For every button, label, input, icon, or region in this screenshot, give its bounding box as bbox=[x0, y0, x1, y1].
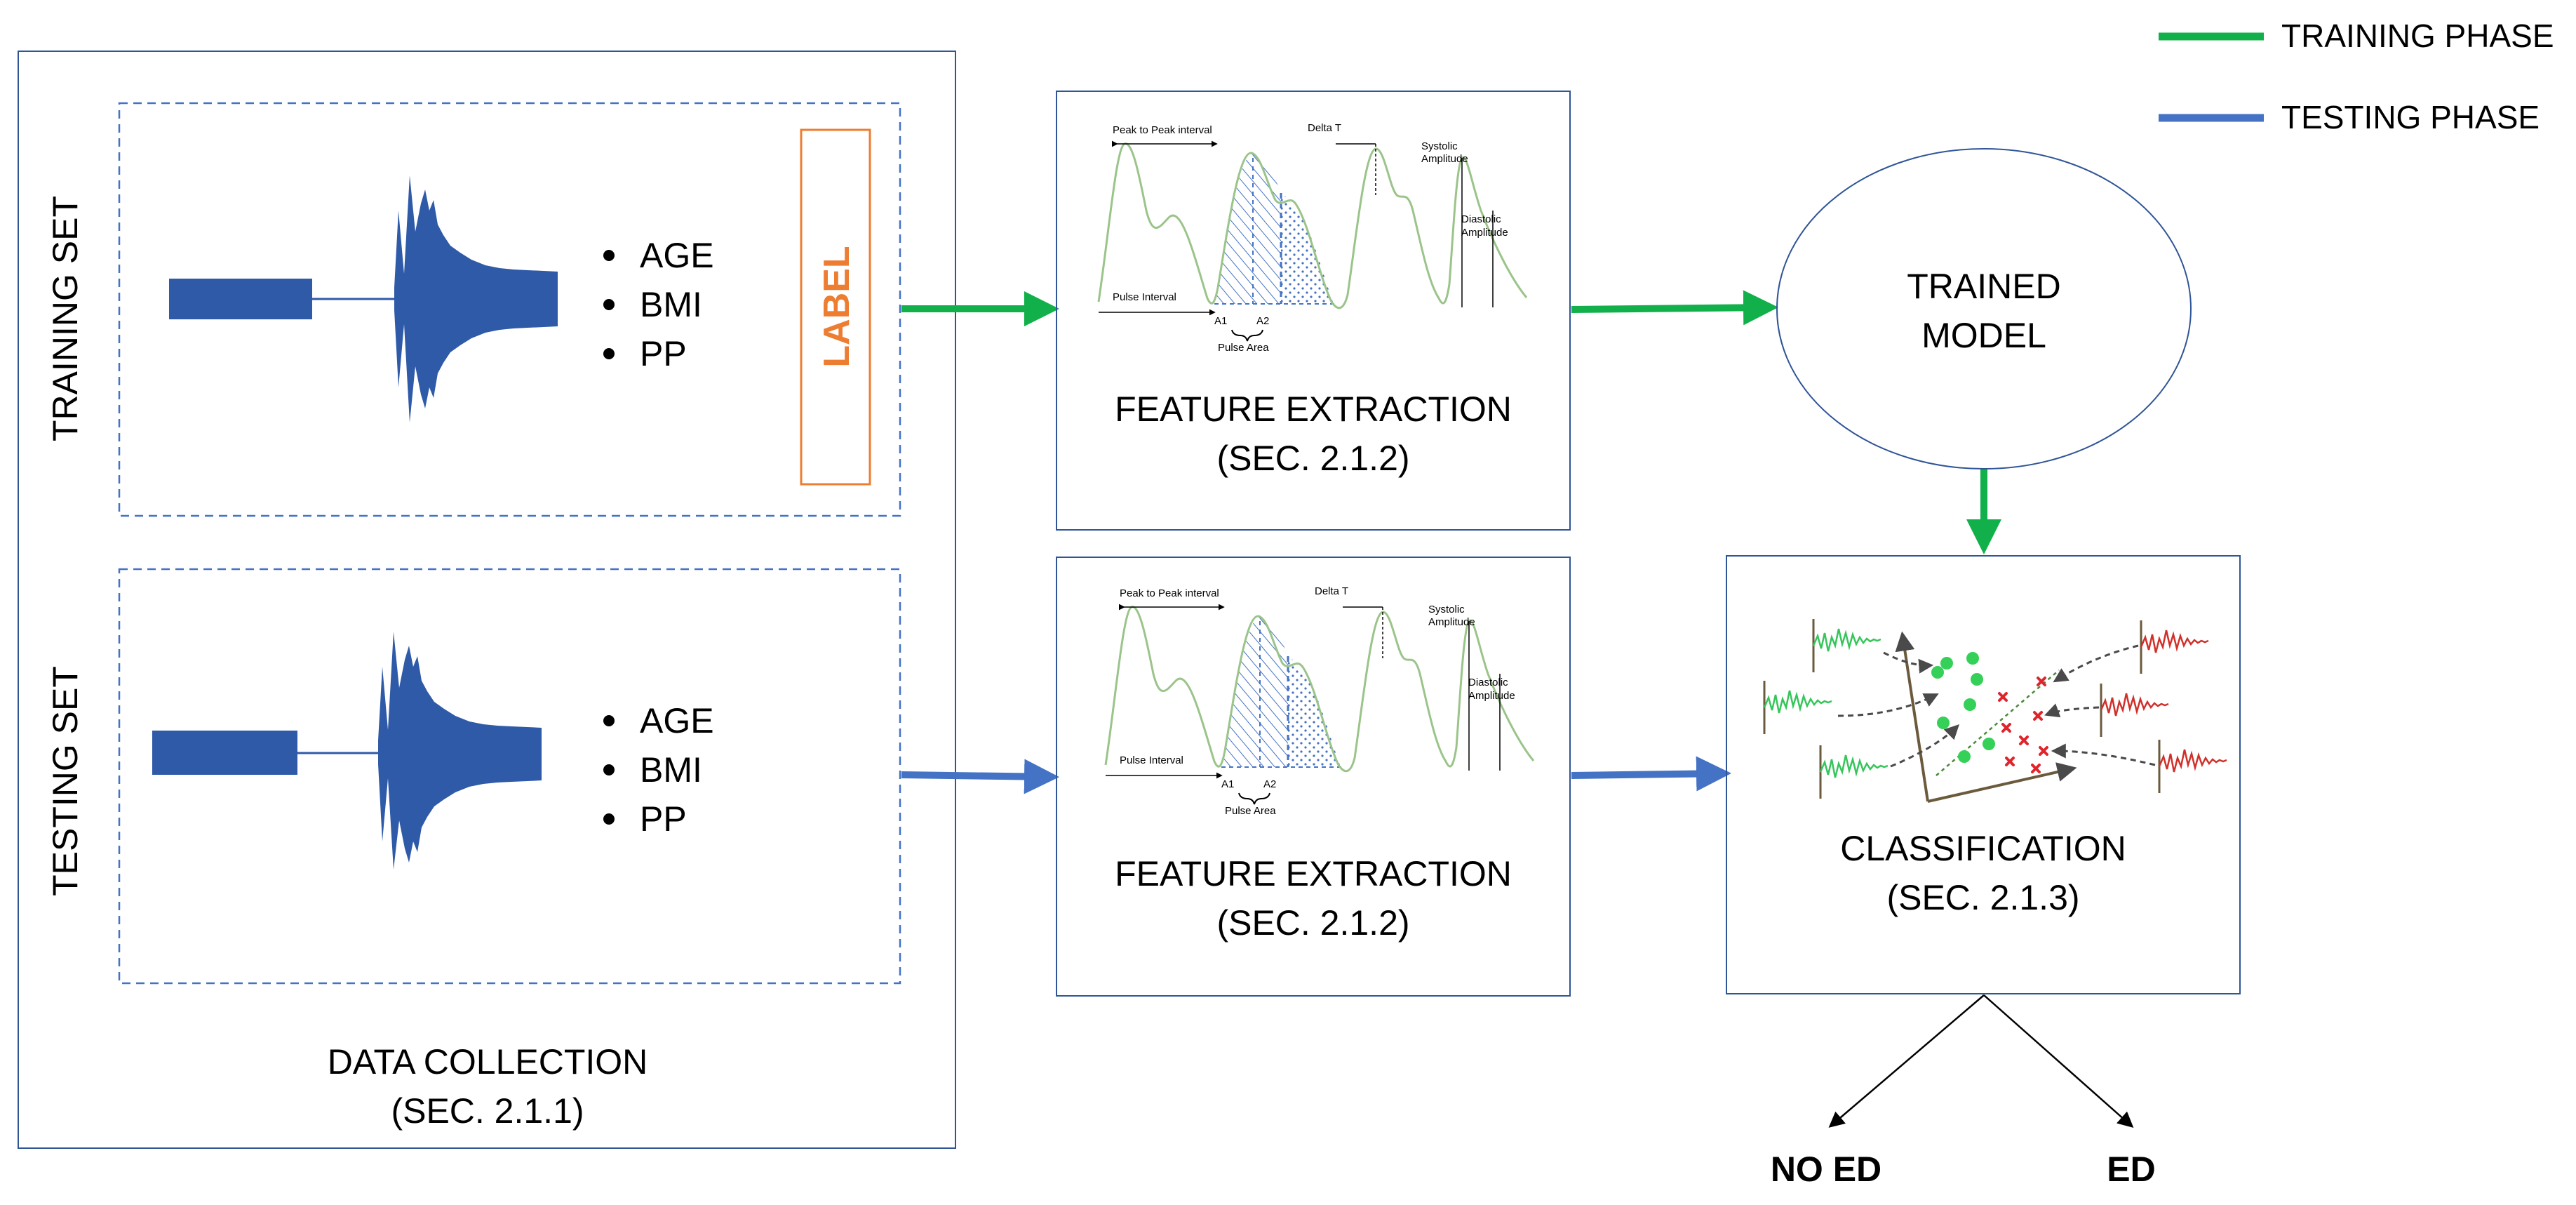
classification-title: CLASSIFICATION bbox=[1840, 829, 2126, 868]
plot-label-diastolic-1: Diastolic bbox=[1468, 677, 1508, 688]
red-signal-icon bbox=[2140, 619, 2210, 675]
plot-label-pulse-interval: Pulse Interval bbox=[1113, 291, 1176, 303]
legend-testing-label: TESTING PHASE bbox=[2281, 99, 2540, 135]
feature-extraction-testing-panel: Peak to Peak interval Delta T Systolic A… bbox=[1056, 557, 1571, 997]
feature-extraction-training-panel: Peak to Peak interval Delta T Systolic A… bbox=[1056, 91, 1571, 531]
plot-label-a2: A2 bbox=[1263, 778, 1276, 790]
red-class-points bbox=[1998, 677, 2048, 773]
data-collection-panel: TRAINING SET AGE BMI PP LABEL TESTING SE… bbox=[18, 51, 956, 1149]
legend-training-label: TRAINING PHASE bbox=[2281, 18, 2554, 54]
plot-label-delta-t: Delta T bbox=[1315, 585, 1348, 597]
plot-label-pulse-interval: Pulse Interval bbox=[1120, 754, 1183, 766]
green-signal-icon bbox=[1763, 679, 1833, 735]
feature-extraction-testing-section: (SEC. 2.1.2) bbox=[1216, 903, 1409, 943]
red-signal-icon bbox=[2100, 682, 2170, 738]
plot-label-peak-to-peak: Peak to Peak interval bbox=[1120, 587, 1219, 599]
outcome-ed: ED bbox=[2107, 1150, 2155, 1189]
testing-feature-age: AGE bbox=[640, 701, 714, 740]
trained-model-line2: MODEL bbox=[1921, 316, 2046, 355]
training-waveform bbox=[169, 175, 558, 422]
plot-label-a1: A1 bbox=[1221, 778, 1234, 790]
classification-section: (SEC. 2.1.3) bbox=[1886, 878, 2079, 917]
label-box-text: LABEL bbox=[817, 246, 857, 367]
testing-set-box bbox=[118, 568, 901, 985]
feature-extraction-testing-title: FEATURE EXTRACTION bbox=[1115, 854, 1512, 893]
green-signal-icon bbox=[1812, 618, 1882, 674]
plot-label-systolic-1: Systolic bbox=[1421, 140, 1458, 152]
plot-label-diastolic-1: Diastolic bbox=[1461, 213, 1501, 225]
testing-to-feature-arrow bbox=[901, 759, 1059, 794]
feature-to-classification-arrow bbox=[1571, 756, 1731, 792]
data-collection-title: DATA COLLECTION bbox=[328, 1042, 648, 1081]
plot-label-delta-t: Delta T bbox=[1308, 122, 1341, 134]
label-box bbox=[800, 128, 871, 486]
testing-feature-pp: PP bbox=[640, 799, 687, 839]
plot-label-peak-to-peak: Peak to Peak interval bbox=[1113, 124, 1212, 136]
plot-label-a2: A2 bbox=[1256, 315, 1269, 327]
ppg-feature-plot-training: Peak to Peak interval Delta T Systolic A… bbox=[1099, 122, 1527, 354]
training-feature-pp: PP bbox=[640, 334, 687, 373]
feature-extraction-training-section: (SEC. 2.1.2) bbox=[1216, 439, 1409, 478]
plot-label-a1: A1 bbox=[1214, 315, 1227, 327]
legend: TRAINING PHASE TESTING PHASE bbox=[2159, 18, 2554, 135]
training-set-box bbox=[118, 102, 901, 517]
plot-label-systolic-1: Systolic bbox=[1428, 604, 1465, 615]
plot-label-diastolic-2: Amplitude bbox=[1468, 690, 1515, 702]
feature-to-model-arrow bbox=[1571, 290, 1778, 326]
trained-model-node: TRAINED MODEL bbox=[1776, 148, 2192, 470]
testing-features-list: AGE BMI PP bbox=[603, 701, 714, 839]
classification-illustration bbox=[1763, 618, 2228, 803]
training-feature-age: AGE bbox=[640, 236, 714, 275]
green-class-points bbox=[1931, 652, 1995, 763]
trained-model-line1: TRAINED bbox=[1907, 267, 2060, 306]
plot-label-systolic-2: Amplitude bbox=[1421, 153, 1468, 165]
plot-label-pulse-area: Pulse Area bbox=[1225, 805, 1276, 817]
testing-feature-bmi: BMI bbox=[640, 750, 702, 790]
green-signal-icon bbox=[1819, 744, 1889, 800]
feature-extraction-training-title: FEATURE EXTRACTION bbox=[1115, 390, 1512, 429]
plot-label-pulse-area: Pulse Area bbox=[1218, 342, 1269, 354]
plot-label-systolic-2: Amplitude bbox=[1428, 616, 1475, 628]
plot-label-diastolic-2: Amplitude bbox=[1461, 227, 1508, 239]
data-collection-section: (SEC. 2.1.1) bbox=[391, 1091, 584, 1131]
outcome-branches bbox=[1828, 994, 2134, 1128]
red-signal-icon bbox=[2158, 738, 2228, 794]
testing-set-label: TESTING SET bbox=[46, 666, 85, 896]
outcome-no-ed: NO ED bbox=[1771, 1150, 1881, 1189]
testing-waveform bbox=[152, 632, 542, 870]
training-set-label: TRAINING SET bbox=[46, 196, 85, 441]
training-features-list: AGE BMI PP bbox=[603, 236, 714, 373]
training-feature-bmi: BMI bbox=[640, 285, 702, 324]
classification-panel: CLASSIFICATION (SEC. 2.1.3) bbox=[1726, 555, 2241, 994]
ppg-feature-plot-testing: Peak to Peak interval Delta T Systolic A… bbox=[1106, 585, 1534, 817]
